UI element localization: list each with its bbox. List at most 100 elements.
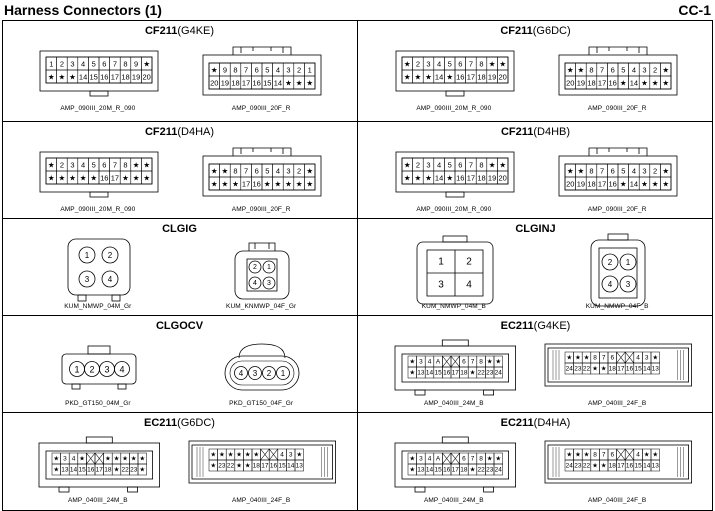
connector-title: CLGINJ bbox=[436, 223, 636, 235]
foot bbox=[414, 486, 425, 493]
pin-label: ★ bbox=[567, 66, 574, 75]
pin-label: 22 bbox=[121, 467, 129, 474]
pin-cell bbox=[294, 459, 304, 472]
left-connector-caption: AMP_040III_24M_B bbox=[67, 497, 128, 504]
pin-label: 19 bbox=[132, 73, 140, 82]
right-connector-caption: PKD_GT150_04F_Gr bbox=[229, 400, 294, 407]
foot bbox=[71, 383, 81, 390]
pin-label: 7 bbox=[470, 456, 474, 463]
pin-label: 6 bbox=[458, 161, 462, 170]
pin-label: ★ bbox=[264, 180, 271, 189]
pin-label: 8 bbox=[590, 66, 594, 75]
pin-label: 6 bbox=[462, 359, 466, 366]
pin-label: 3 bbox=[253, 369, 258, 378]
connector-housing bbox=[38, 442, 160, 488]
pin-label: ★ bbox=[592, 365, 598, 373]
pin-label: 14 bbox=[435, 174, 443, 183]
pin-label: ★ bbox=[211, 180, 218, 189]
latch bbox=[87, 345, 111, 355]
connector-housing bbox=[188, 440, 336, 484]
pin-cell bbox=[493, 463, 503, 476]
pin-label: 17 bbox=[242, 180, 250, 189]
pin-label: 4 bbox=[437, 161, 441, 170]
pin-label: 3 bbox=[419, 456, 423, 463]
pin-label: 14 bbox=[425, 370, 433, 377]
pin-circle bbox=[101, 270, 119, 288]
pin-label: 8 bbox=[479, 161, 483, 170]
pin-label: 5 bbox=[265, 66, 269, 75]
pin-label: ★ bbox=[425, 174, 432, 183]
pin-label: ★ bbox=[90, 174, 97, 183]
pin-cell bbox=[304, 176, 316, 191]
pin-label: ★ bbox=[48, 73, 55, 82]
pin-label: 7 bbox=[469, 60, 473, 69]
latch bbox=[441, 436, 469, 444]
pin-label: 3 bbox=[289, 452, 293, 459]
foot bbox=[111, 294, 121, 302]
connector-name: EC211 bbox=[500, 320, 534, 332]
pin-label: 8 bbox=[234, 167, 238, 176]
pin-label: 1 bbox=[49, 60, 53, 69]
pin-circle bbox=[248, 260, 262, 274]
pin-block bbox=[598, 247, 638, 299]
pin-label: 14 bbox=[287, 463, 295, 470]
pin-label: ★ bbox=[566, 354, 572, 362]
pin-label: ★ bbox=[122, 455, 128, 463]
pin-label: 8 bbox=[123, 161, 127, 170]
connector-housing bbox=[394, 345, 516, 391]
pin-label: 4 bbox=[276, 66, 280, 75]
pin-label: ★ bbox=[620, 180, 627, 189]
pin-circle bbox=[113, 361, 130, 377]
pin-label: 5 bbox=[621, 167, 625, 176]
pin-label: 1 bbox=[267, 264, 271, 271]
pin-label: 5 bbox=[447, 60, 451, 69]
pin-label: 3 bbox=[626, 280, 631, 289]
pin-label: 17 bbox=[617, 366, 625, 373]
pin-label: 15 bbox=[89, 73, 97, 82]
connector-name: EC211 bbox=[144, 417, 178, 429]
pin-label: ★ bbox=[296, 180, 303, 189]
pin-label: 3 bbox=[85, 275, 90, 284]
pin-label: ★ bbox=[486, 455, 492, 463]
pin-label: 4 bbox=[437, 60, 441, 69]
pin-label: ★ bbox=[495, 358, 501, 366]
pin-label: 15 bbox=[434, 370, 442, 377]
pin-label: 2 bbox=[466, 257, 472, 268]
left-connector-caption: AMP_090III_20M_R_090 bbox=[416, 105, 492, 112]
pin-label: ★ bbox=[566, 451, 572, 459]
pin-label: 6 bbox=[462, 456, 466, 463]
connector-housing bbox=[61, 353, 137, 385]
connector-housing bbox=[394, 442, 516, 488]
pin-label: 6 bbox=[255, 167, 259, 176]
pin-cell bbox=[660, 75, 672, 90]
latch bbox=[607, 233, 629, 241]
pin-label: 4 bbox=[276, 167, 280, 176]
connector-variant: (D4HA) bbox=[177, 126, 215, 138]
pin-label: 2 bbox=[297, 167, 301, 176]
pin-label: 4 bbox=[81, 60, 85, 69]
pin-label: 2 bbox=[416, 60, 420, 69]
pin-label: 6 bbox=[102, 60, 106, 69]
pin-label: 19 bbox=[488, 73, 496, 82]
pin-label: 3 bbox=[426, 161, 430, 170]
pin-label: 19 bbox=[488, 174, 496, 183]
blank-cavity bbox=[624, 448, 634, 461]
left-connector-caption: AMP_040III_24M_B bbox=[423, 400, 484, 407]
pin-label: 20 bbox=[210, 79, 218, 88]
connector-variant: (D4HA) bbox=[533, 417, 571, 429]
pin-label: 16 bbox=[626, 463, 634, 470]
connector-name: CLGOCV bbox=[155, 320, 204, 332]
pin-label: 17 bbox=[617, 463, 625, 470]
connector-name: CF211 bbox=[144, 25, 178, 37]
pin-label: ★ bbox=[211, 66, 218, 75]
connector-variant: (G4KE) bbox=[177, 25, 215, 37]
pin-label: ★ bbox=[139, 455, 145, 463]
pin-label: 16 bbox=[626, 366, 634, 373]
pin-label: 2 bbox=[297, 66, 301, 75]
pin-label: ★ bbox=[644, 451, 650, 459]
